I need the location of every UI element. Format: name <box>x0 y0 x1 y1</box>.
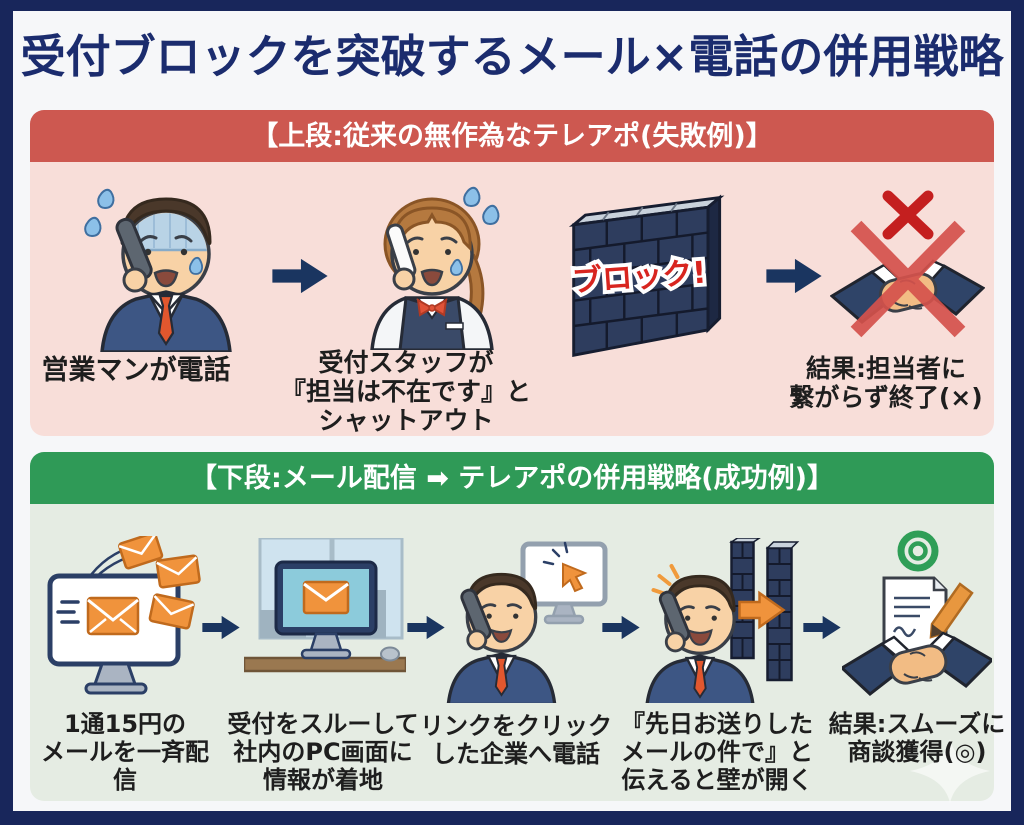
flow-arrow-icon <box>407 614 445 641</box>
handshake-crossed-icon <box>830 190 985 338</box>
salesman-phone-icon <box>84 188 232 352</box>
step-label: リンクをクリック した企業へ電話 <box>420 712 612 768</box>
deal-handshake-illustration <box>842 528 992 706</box>
step-label: 受付スタッフが 『担当は不在です』と シャットアウト <box>280 348 531 435</box>
success-section-header: 【下段:メール配信 ➡ テレアポの併用戦略(成功例)】 <box>30 452 994 504</box>
flow-arrow-icon <box>803 614 841 641</box>
blocked-handshake-illustration <box>830 190 985 350</box>
step-label: 受付をスルーして 社内のPC画面に 情報が着地 <box>227 710 419 794</box>
wall-opens-illustration <box>642 538 800 703</box>
sparkle-watermark-icon <box>910 739 990 803</box>
salesman-illustration <box>78 180 243 352</box>
step-label: 結果:担当者に 繋がらず終了(×) <box>789 354 983 412</box>
receptionist-illustration <box>346 182 516 350</box>
office-pc-mail-icon <box>244 538 406 673</box>
call-click-illustration <box>446 538 610 703</box>
flow-arrow-icon <box>202 614 240 641</box>
step-label: 営業マンが電話 <box>41 355 231 386</box>
step-label: 『先日お送りした メールの件で』と 伝えると壁が開く <box>621 710 813 794</box>
mail-landing-illustration <box>244 538 406 703</box>
opening-wall-icon <box>645 538 800 703</box>
fail-section: 【上段:従来の無作為なテレアポ(失敗例)】 <box>30 110 994 436</box>
success-section-body <box>30 504 994 803</box>
flow-arrow-icon <box>602 614 640 641</box>
success-section: 【下段:メール配信 ➡ テレアポの併用戦略(成功例)】 <box>30 452 1005 803</box>
brick-wall-illustration: ブロック! <box>560 182 745 362</box>
step-label: 1通15円の メールを一斉配信 <box>41 710 209 794</box>
mail-blast-icon <box>47 536 201 695</box>
page-title: 受付ブロックを突破するメール×電話の併用戦略 <box>20 30 1004 83</box>
step-label: 結果:スムーズに 商談獲得(◎) <box>828 710 1006 766</box>
fail-section-header: 【上段:従来の無作為なテレアポ(失敗例)】 <box>30 110 994 162</box>
brick-wall-icon: ブロック! <box>567 194 725 357</box>
receptionist-phone-icon <box>370 186 500 350</box>
flow-arrow-icon <box>272 256 328 296</box>
flow-arrow-icon <box>766 256 822 296</box>
contract-handshake-icon <box>842 530 992 696</box>
bulk-mail-illustration <box>44 536 207 706</box>
phone-call-monitor-icon <box>446 541 608 703</box>
